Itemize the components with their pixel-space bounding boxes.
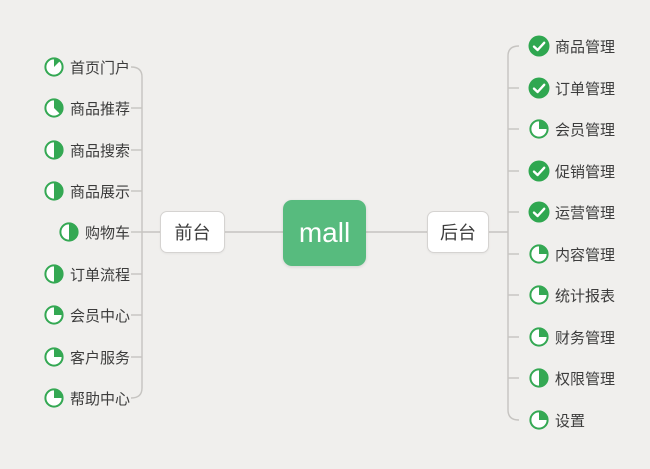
check-done-icon xyxy=(528,160,550,182)
progress-pie-icon xyxy=(528,367,550,389)
progress-pie-icon xyxy=(528,409,550,431)
topic-label: 帮助中心 xyxy=(69,390,130,408)
topic-permission-mgmt[interactable]: 权限管理 xyxy=(528,366,615,390)
topic-member-center[interactable]: 会员中心 xyxy=(43,303,130,327)
progress-pie-icon xyxy=(43,387,65,409)
topic-homepage-portal[interactable]: 首页门户 xyxy=(43,55,130,79)
progress-pie-icon xyxy=(528,284,550,306)
topic-settings[interactable]: 设置 xyxy=(528,408,585,432)
progress-pie-icon xyxy=(528,118,550,140)
progress-pie-icon xyxy=(43,180,65,202)
topic-product-search[interactable]: 商品搜索 xyxy=(43,138,130,162)
progress-pie-icon xyxy=(58,221,80,243)
progress-pie-icon xyxy=(43,97,65,119)
progress-pie-icon xyxy=(528,326,550,348)
branch-topic-backend[interactable]: 后台 xyxy=(427,211,489,253)
topic-label: 内容管理 xyxy=(555,246,616,264)
topic-member-mgmt[interactable]: 会员管理 xyxy=(528,117,615,141)
topic-promotion-mgmt[interactable]: 促销管理 xyxy=(528,159,615,183)
progress-pie-icon xyxy=(43,263,65,285)
topic-label: 客户服务 xyxy=(69,349,130,367)
topic-finance-mgmt[interactable]: 财务管理 xyxy=(528,325,615,349)
progress-pie-icon xyxy=(43,304,65,326)
topic-statistics-report[interactable]: 统计报表 xyxy=(528,283,615,307)
topic-label: 会员管理 xyxy=(555,121,616,139)
topic-product-display[interactable]: 商品展示 xyxy=(43,179,130,203)
topic-operation-mgmt[interactable]: 运营管理 xyxy=(528,200,615,224)
branch-topic-label: 后台 xyxy=(440,223,476,243)
topic-label: 订单流程 xyxy=(69,266,130,284)
topic-label: 商品管理 xyxy=(555,38,616,56)
topic-customer-service[interactable]: 客户服务 xyxy=(43,345,130,369)
check-done-icon xyxy=(528,35,550,57)
progress-pie-icon xyxy=(43,346,65,368)
topic-product-recommend[interactable]: 商品推荐 xyxy=(43,96,130,120)
topic-label: 促销管理 xyxy=(555,163,616,181)
topic-label: 商品推荐 xyxy=(69,100,130,118)
progress-pie-icon xyxy=(528,243,550,265)
root-topic-mall[interactable]: mall xyxy=(283,200,366,266)
topic-label: 首页门户 xyxy=(69,59,130,77)
progress-pie-icon xyxy=(43,139,65,161)
topic-label: 商品展示 xyxy=(69,183,130,201)
topic-label: 设置 xyxy=(555,412,586,430)
topic-order-process[interactable]: 订单流程 xyxy=(43,262,130,286)
topic-label: 购物车 xyxy=(84,224,130,242)
topic-label: 商品搜索 xyxy=(69,142,130,160)
root-topic-label: mall xyxy=(298,217,351,248)
topic-label: 运营管理 xyxy=(555,204,616,222)
topic-label: 统计报表 xyxy=(555,287,616,305)
topic-help-center[interactable]: 帮助中心 xyxy=(43,386,130,410)
topic-order-mgmt[interactable]: 订单管理 xyxy=(528,76,615,100)
topic-product-mgmt[interactable]: 商品管理 xyxy=(528,34,615,58)
topic-label: 权限管理 xyxy=(555,370,616,388)
topic-label: 会员中心 xyxy=(69,307,130,325)
check-done-icon xyxy=(528,77,550,99)
check-done-icon xyxy=(528,201,550,223)
topic-label: 财务管理 xyxy=(555,329,616,347)
branch-topic-label: 前台 xyxy=(174,223,211,243)
progress-pie-icon xyxy=(43,56,65,78)
topic-content-mgmt[interactable]: 内容管理 xyxy=(528,242,615,266)
branch-topic-frontend[interactable]: 前台 xyxy=(160,211,225,253)
topic-label: 订单管理 xyxy=(555,80,616,98)
topic-shopping-cart[interactable]: 购物车 xyxy=(58,220,130,244)
